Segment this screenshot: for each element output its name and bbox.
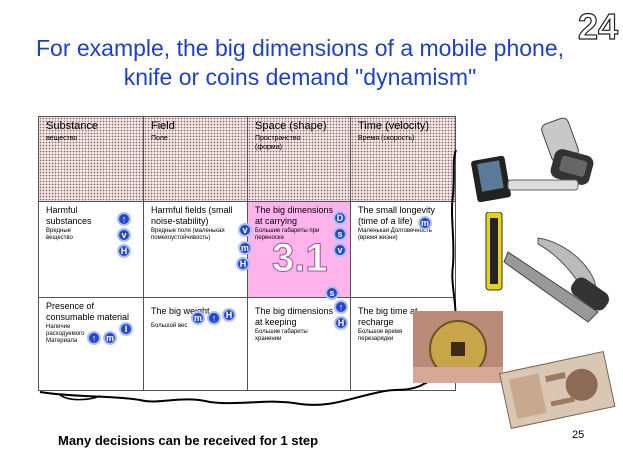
cell-sub: Вредные вещество bbox=[46, 228, 73, 241]
cell-text: The big dimensions at carrying bbox=[255, 205, 334, 226]
cell-text: Presence of consumable material bbox=[46, 301, 130, 322]
mobile-phones-illustration bbox=[471, 117, 594, 203]
badge: m bbox=[191, 311, 205, 325]
badge: s bbox=[325, 286, 339, 300]
header-title: Space (shape) bbox=[255, 120, 327, 132]
cell-text: The big time at recharge bbox=[358, 306, 418, 327]
badge: H bbox=[117, 244, 131, 258]
cell-sub: Большие габариты хранении bbox=[255, 329, 308, 342]
dynamism-table: Substance вещество Field Поле Space (sha… bbox=[38, 116, 456, 391]
cell-text: The small longevity (time of a life) bbox=[358, 205, 436, 226]
badge: H bbox=[334, 316, 348, 330]
cell-sub: Маленькая Долговечность (время жизни) bbox=[358, 228, 432, 241]
header-title: Field bbox=[151, 120, 175, 132]
cell-sub: Большие габариты при переноске bbox=[255, 228, 320, 241]
badge: D bbox=[333, 211, 347, 225]
badge: v bbox=[333, 243, 347, 257]
badge: H bbox=[236, 257, 250, 271]
cell-text: Harmful fields (small noise-stability) bbox=[151, 205, 233, 226]
cell-sub: Вредные поля (маленькая помехоустойчивос… bbox=[151, 228, 225, 241]
cell-text: The big dimensions at keeping bbox=[255, 306, 334, 327]
badge: s bbox=[333, 227, 347, 241]
cell-sub: Наличие расходуемого Материала bbox=[46, 324, 85, 344]
badge: ↑ bbox=[334, 300, 348, 314]
badge: H bbox=[222, 308, 236, 322]
knives-illustration bbox=[485, 212, 609, 323]
header-sub: вещество bbox=[46, 135, 78, 142]
slide-corner-number: 24 bbox=[577, 5, 619, 47]
bottom-note: Many decisions can be received for 1 ste… bbox=[58, 433, 319, 448]
header-time: Time (velocity) Время (скорость) bbox=[350, 116, 456, 202]
badge: ↑ bbox=[117, 212, 131, 226]
badge: ↑ bbox=[87, 331, 101, 345]
badge: m bbox=[103, 331, 117, 345]
header-field: Field Поле bbox=[143, 116, 248, 202]
cell-sub: Большой вес bbox=[151, 323, 188, 329]
badge: I bbox=[119, 322, 133, 336]
slide-title: For example, the big dimensions of a mob… bbox=[35, 35, 565, 90]
page-number: 25 bbox=[572, 429, 585, 441]
badge: m bbox=[238, 241, 252, 255]
header-sub: Время (скорость) bbox=[358, 135, 415, 142]
coin-photo bbox=[413, 311, 503, 383]
header-space: Space (shape) Пространство (форма) bbox=[247, 116, 351, 202]
badge: ↑ bbox=[207, 311, 221, 325]
header-sub: Поле bbox=[151, 135, 168, 142]
header-sub: Пространство (форма) bbox=[255, 135, 301, 151]
section-label: 3.1 bbox=[272, 236, 329, 281]
cell-sub: Большое время перезарядки bbox=[358, 329, 403, 342]
header-title: Substance bbox=[46, 120, 98, 132]
header-title: Time (velocity) bbox=[358, 120, 430, 132]
cell-text: Harmful substances bbox=[46, 205, 92, 226]
banknote-photo bbox=[498, 350, 616, 429]
header-substance: Substance вещество bbox=[38, 116, 144, 202]
badge: m bbox=[418, 216, 432, 230]
cell-text: The big weight bbox=[151, 306, 210, 316]
badge: v bbox=[117, 228, 131, 242]
badge: v bbox=[238, 223, 252, 237]
